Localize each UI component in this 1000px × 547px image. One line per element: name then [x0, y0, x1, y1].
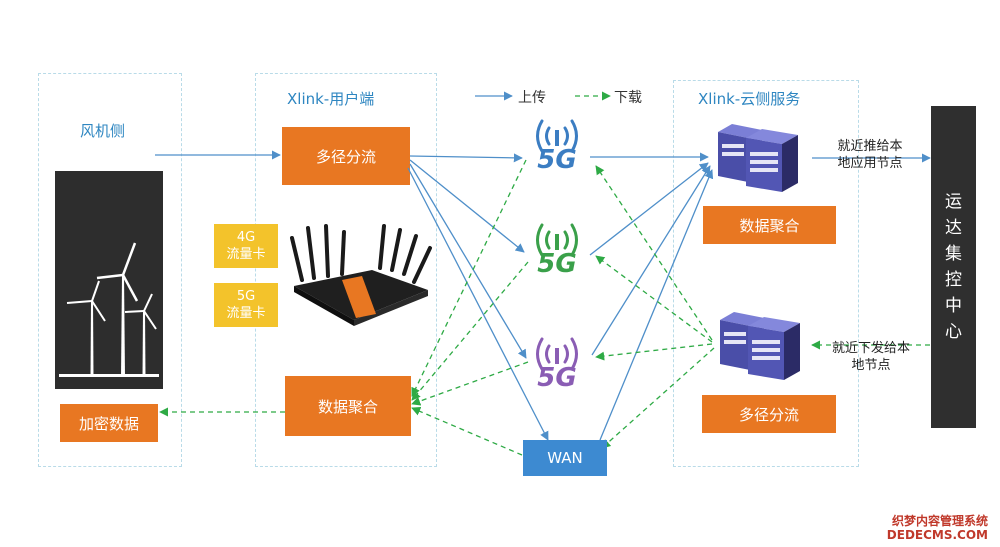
send-note: 就近下发给本 地节点 — [818, 340, 924, 374]
encrypted-data-box: 加密数据 — [60, 404, 158, 442]
5g3-to-cloud-line — [591, 165, 711, 356]
5g-signal-icon: 5G — [536, 337, 578, 393]
sim-card-4g-line1: 4G — [236, 230, 256, 245]
5g-signal-icon: 5G — [536, 119, 578, 175]
cloud-to-5g1-line — [595, 165, 713, 341]
server-icon-bottom — [712, 298, 812, 384]
5g-label-2: 5G — [537, 249, 576, 276]
user-to-wan-line — [407, 167, 549, 441]
sim-card-4g: 4G 流量卡 — [214, 224, 278, 268]
control-center-char: 心 — [945, 322, 962, 342]
cloud-to-wan-line — [601, 347, 715, 449]
5g2-to-cloud-line — [589, 162, 709, 256]
server-icon-top — [710, 110, 810, 194]
control-center-char: 中 — [945, 296, 962, 316]
send-note-line1: 就近下发给本 — [831, 341, 910, 356]
cloud-side-zone — [673, 80, 859, 467]
wan-to-user-line — [411, 407, 523, 456]
sim-card-5g-line2: 流量卡 — [226, 306, 266, 321]
turbine-side-zone — [38, 73, 182, 467]
cloud-side-title: Xlink-云侧服务 — [698, 90, 801, 108]
cloud-to-5g3-line — [595, 343, 713, 361]
sim-card-4g-line2: 流量卡 — [226, 247, 266, 262]
push-note: 就近推给本 地应用节点 — [822, 138, 918, 172]
turbine-side-title: 风机侧 — [80, 122, 126, 140]
5g-node-2: 5G — [527, 212, 587, 279]
cloud-multipath-box: 多径分流 — [702, 395, 836, 433]
user-multipath-box: 多径分流 — [282, 127, 410, 185]
5g-node-3: 5G — [527, 326, 587, 393]
5g-label-1: 5G — [537, 145, 576, 172]
wan-to-cloud-line — [599, 169, 714, 441]
user-to-5g2-line — [409, 159, 525, 253]
watermark: 织梦内容管理系统 DEDECMS.COM — [860, 514, 988, 542]
control-center-char: 控 — [945, 270, 962, 290]
5g-node-1: 5G — [527, 108, 587, 175]
wind-turbine-icon — [59, 242, 159, 377]
router-icon — [284, 220, 434, 330]
user-side-zone — [255, 73, 437, 467]
sim-card-5g: 5G 流量卡 — [214, 283, 278, 327]
control-center-char: 达 — [945, 218, 962, 238]
control-center-bar: 运 达 集 控 中 心 — [931, 106, 976, 428]
user-to-5g3-line — [409, 163, 527, 359]
5g3-to-user-line — [411, 361, 529, 406]
user-aggregate-box: 数据聚合 — [285, 376, 411, 436]
legend-download-label: 下载 — [614, 90, 642, 106]
push-note-line1: 就近推给本 — [837, 139, 903, 154]
watermark-line1: 织梦内容管理系统 — [891, 514, 988, 528]
send-note-line2: 地节点 — [851, 358, 891, 373]
legend-upload-label: 上传 — [518, 90, 546, 106]
control-center-char: 集 — [945, 244, 962, 264]
user-to-5g1-line — [409, 153, 523, 163]
5g2-to-user-line — [411, 261, 529, 401]
watermark-line2: DEDECMS.COM — [886, 528, 988, 542]
wan-box: WAN — [523, 440, 607, 476]
cloud-to-5g2-line — [595, 255, 713, 343]
wind-turbine-image — [55, 171, 163, 389]
control-center-char: 运 — [945, 192, 962, 212]
push-note-line2: 地应用节点 — [837, 156, 903, 171]
sim-card-5g-line1: 5G — [236, 289, 256, 304]
user-side-title: Xlink-用户端 — [287, 90, 375, 108]
5g-label-3: 5G — [537, 363, 576, 390]
cloud-aggregate-box: 数据聚合 — [703, 206, 836, 244]
5g1-to-user-line — [411, 159, 527, 397]
5g-signal-icon: 5G — [536, 223, 578, 279]
